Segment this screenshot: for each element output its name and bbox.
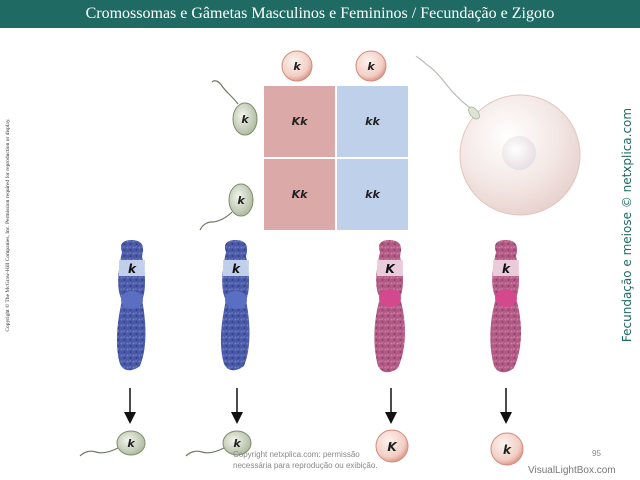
chromosome-female-1: K [374,240,405,373]
chromosome-male-2-label: k [232,262,241,276]
left-sperm-1: k [211,80,258,136]
bottom-sperm-1: k [79,430,146,457]
top-ovum-2: k [355,50,387,82]
bottom-sperm-1-label: k [127,437,135,450]
punnett-cell-1: Kk [264,86,335,157]
left-sperm-2-label: k [237,194,245,207]
page-number: 95 [592,449,601,458]
watermark-line-1: Copyright netxplica.com: permissão [233,450,360,459]
top-ovum-2-label: k [367,60,375,73]
watermark-line-2: necessária para reprodução ou exibição. [233,461,378,470]
bottom-ovum-1-label: K [387,440,398,454]
top-ovum-1-label: k [293,60,301,73]
punnett-cell-2: kk [337,86,408,157]
approaching-sperm-illustration [415,55,480,120]
left-sperm-1-label: k [241,113,249,126]
left-sperm-2: k [199,183,254,231]
bottom-ovum-1: K [375,429,409,463]
bottom-ovum-2-label: k [503,443,512,457]
top-ovum-1: k [281,50,313,82]
bottom-ovum-2: k [490,432,524,466]
chromosome-male-1: k [116,240,146,371]
punnett-cell-4: kk [337,159,408,230]
visuallightbox-credit[interactable]: VisualLightBox.com [528,465,616,476]
page-title: Cromossomas e Gâmetas Masculinos e Femin… [0,0,640,28]
egg-cell-illustration [459,94,581,216]
chromosome-male-2: k [220,240,250,371]
chromosome-female-1-label: K [385,262,396,276]
copyright-watermark: Copyright netxplica.com: permissão neces… [233,449,378,471]
bottom-sperm-2-label: k [233,437,241,450]
chromosome-female-2: k [490,240,521,373]
chromosome-male-1-label: k [128,262,137,276]
chromosome-female-2-label: k [502,262,511,276]
punnett-cell-3: Kk [264,159,335,230]
bottom-sperm-2: k [185,430,252,457]
